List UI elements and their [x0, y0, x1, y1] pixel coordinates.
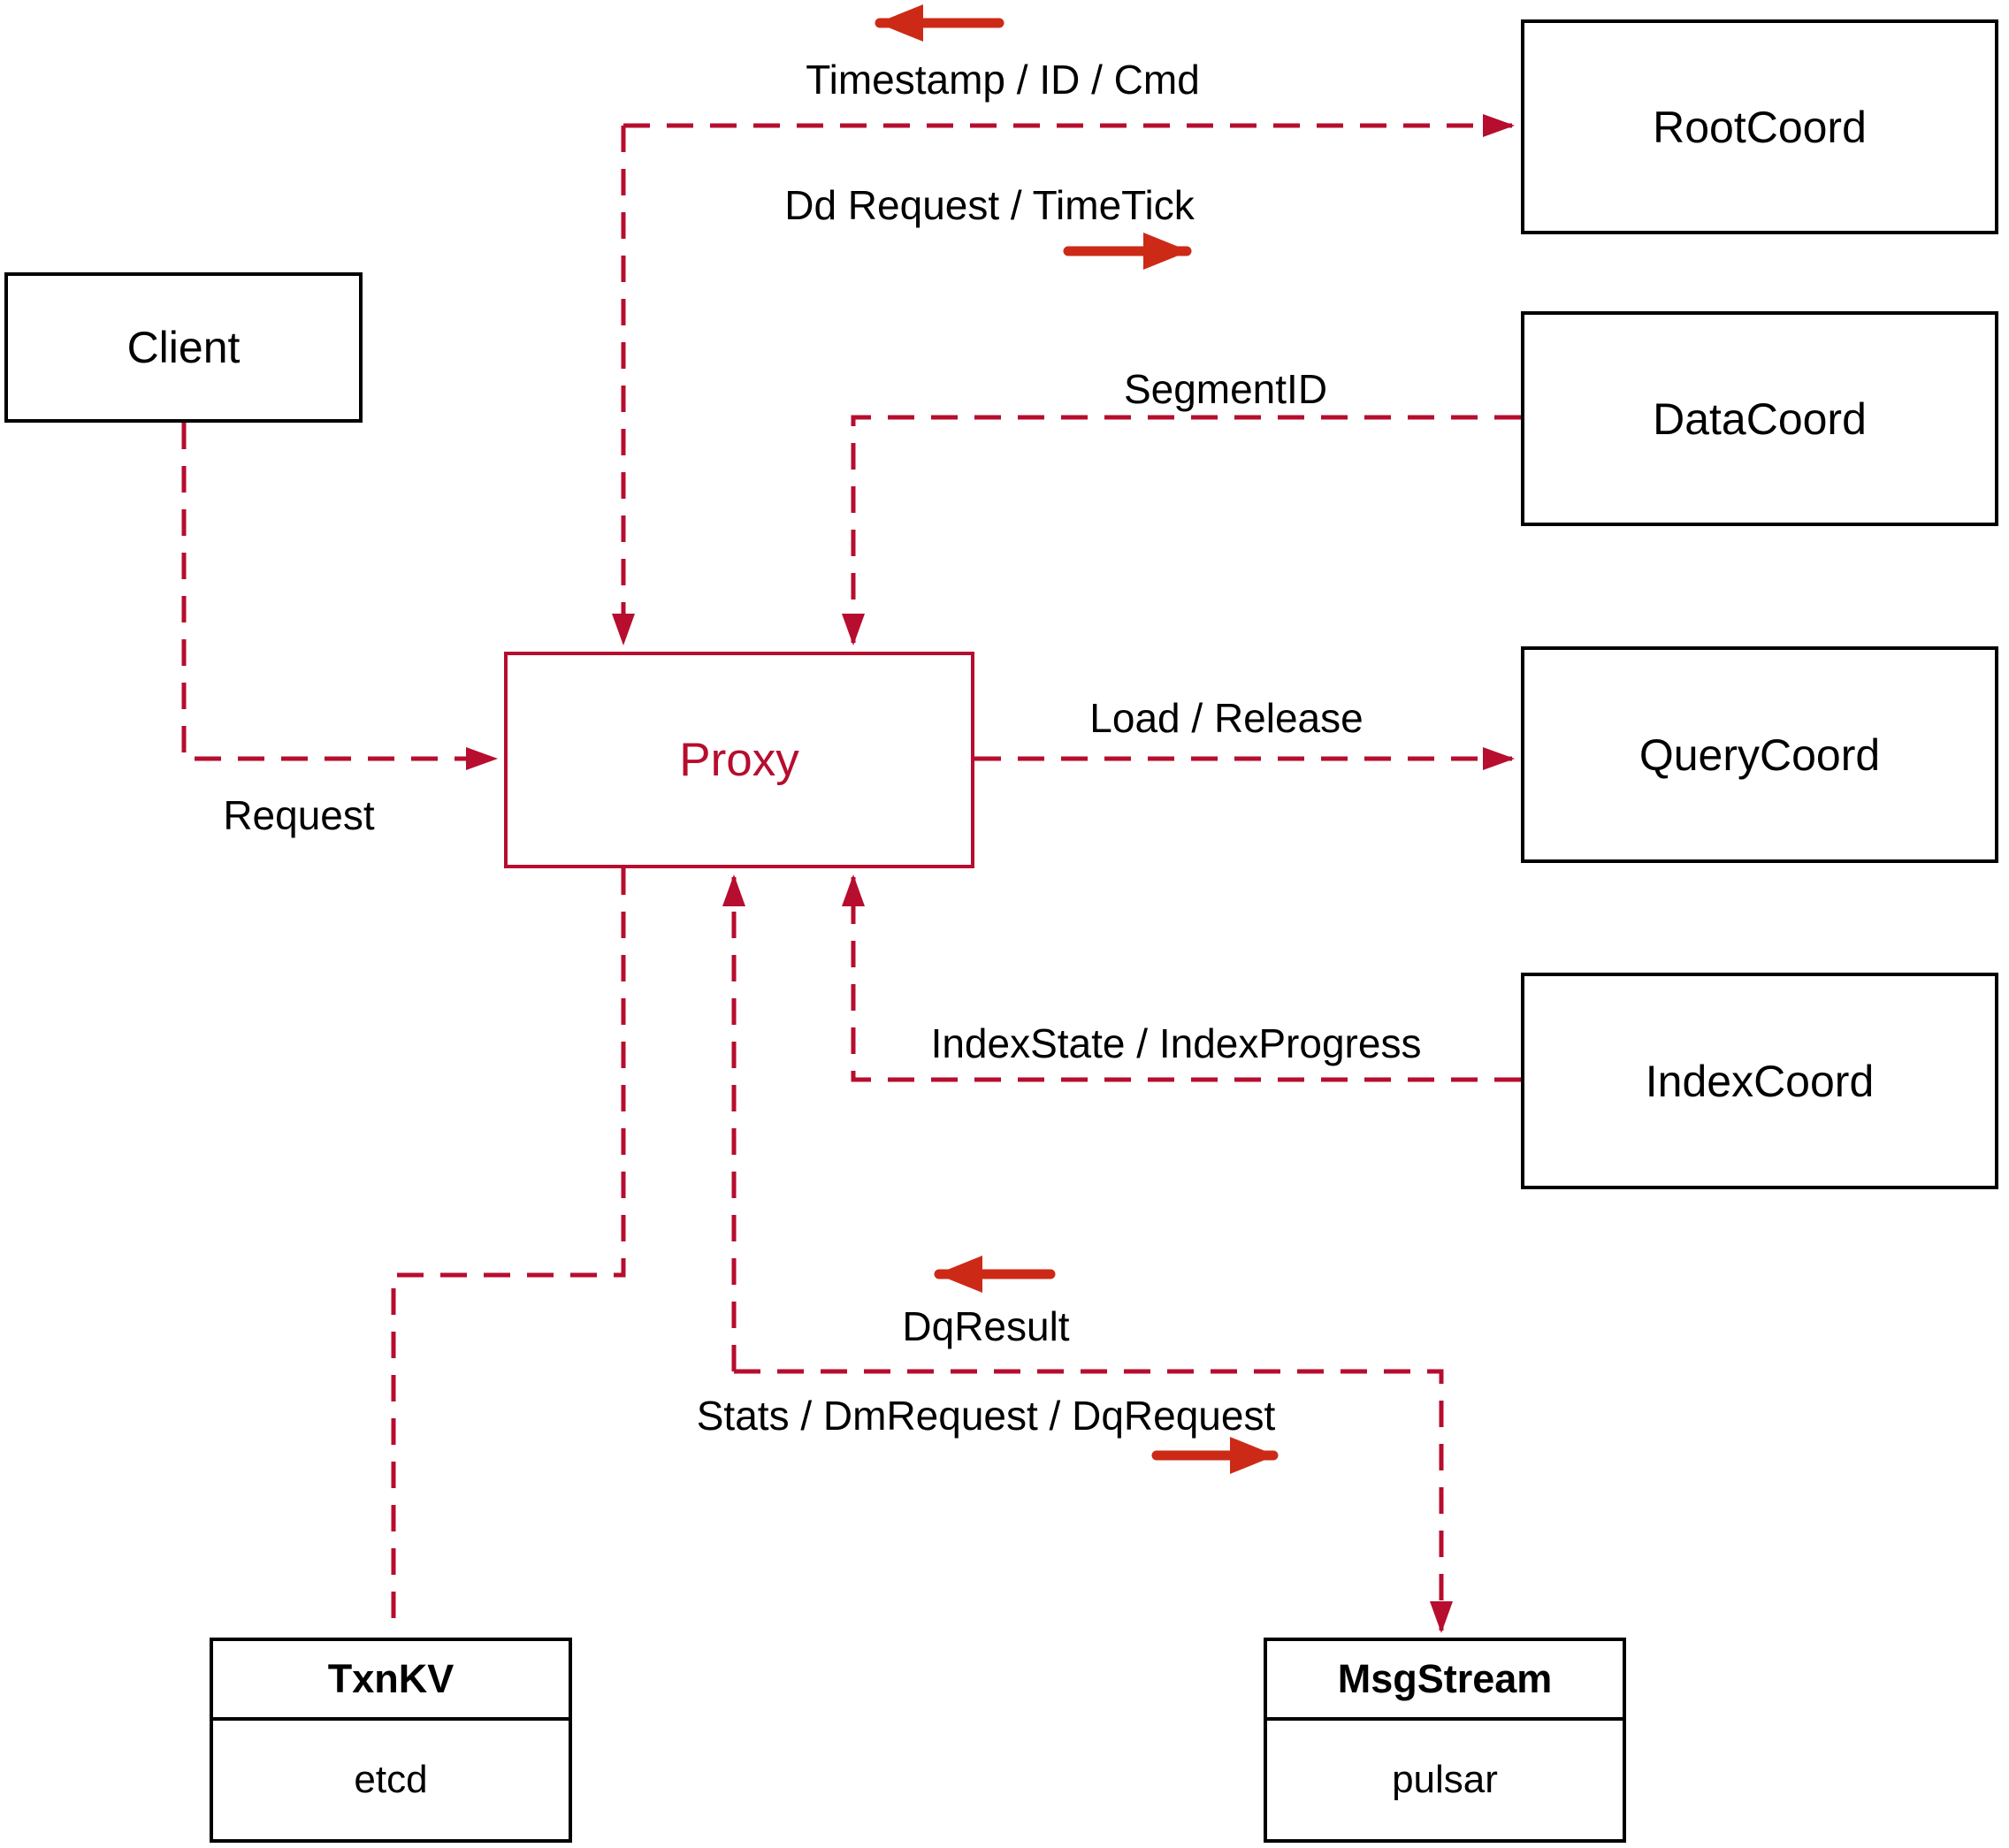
msgstream-title: MsgStream — [1267, 1641, 1623, 1721]
client-label: Client — [126, 323, 241, 372]
msgstream-body-pulsar: pulsar — [1392, 1758, 1498, 1801]
edge-client-proxy — [181, 423, 498, 770]
edge-label-dd-request-timetick: Dd Request / TimeTick — [784, 182, 1195, 228]
edge-proxy-msgstream — [734, 1369, 1453, 1633]
querycoord-node: QueryCoord — [1521, 646, 1998, 863]
edge-label-request: Request — [223, 792, 375, 838]
edge-proxy-txnkv — [391, 868, 626, 1634]
edge-indexcoord-proxy — [842, 874, 1521, 1082]
client-node: Client — [4, 272, 363, 423]
proxy-label: Proxy — [679, 734, 799, 786]
proxy-node: Proxy — [504, 652, 974, 868]
edge-label-index-state-progress: IndexState / IndexProgress — [930, 1020, 1422, 1066]
rootcoord-label: RootCoord — [1653, 102, 1867, 152]
datacoord-node: DataCoord — [1521, 311, 1998, 526]
edge-label-timestamp-id-cmd: Timestamp / ID / Cmd — [806, 57, 1200, 103]
datacoord-label: DataCoord — [1653, 393, 1867, 444]
edge-label-stats-dm-dq-request: Stats / DmRequest / DqRequest — [696, 1393, 1276, 1439]
msgstream-node: MsgStream pulsar — [1264, 1638, 1626, 1843]
rootcoord-node: RootCoord — [1521, 19, 1998, 234]
edge-label-dq-result: DqResult — [902, 1303, 1070, 1349]
txnkv-node: TxnKV etcd — [210, 1638, 572, 1843]
indexcoord-node: IndexCoord — [1521, 973, 1998, 1189]
txnkv-body-etcd: etcd — [354, 1758, 428, 1801]
indexcoord-label: IndexCoord — [1645, 1056, 1875, 1106]
txnkv-title: TxnKV — [213, 1641, 569, 1721]
edge-datacoord-proxy — [842, 415, 1521, 645]
querycoord-label: QueryCoord — [1639, 729, 1881, 780]
edge-label-load-release: Load / Release — [1089, 695, 1364, 741]
edge-label-segment-id: SegmentID — [1123, 366, 1328, 412]
